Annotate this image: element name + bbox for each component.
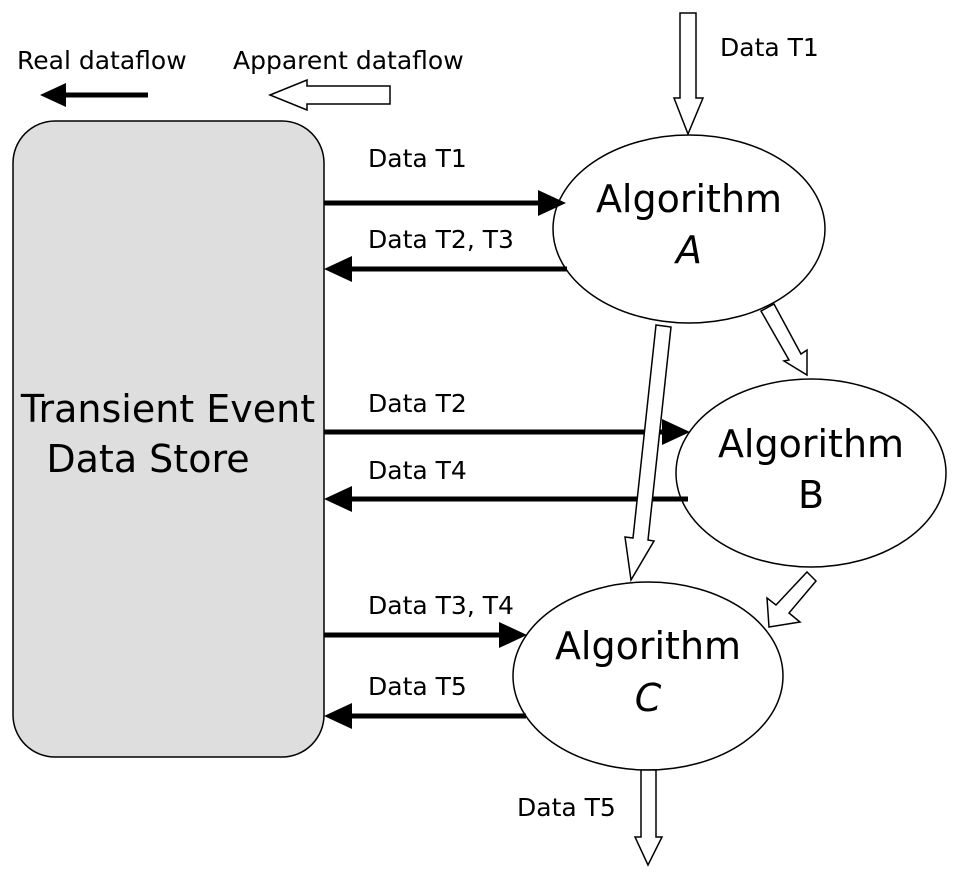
label-a-to-store: Data T2, T3 — [368, 225, 514, 254]
arrow-b-to-store — [324, 486, 688, 512]
algorithm-c-label-line2: C — [635, 676, 662, 720]
arrow-b-to-c — [766, 570, 818, 628]
algorithm-a-label-line2: A — [673, 228, 702, 272]
store-label-line2: Data Store — [46, 437, 249, 481]
store-label-line1: Transient Event — [20, 387, 315, 431]
algorithm-a-node — [552, 134, 826, 324]
legend-real-arrow-icon — [40, 83, 148, 107]
arrow-c-to-store — [324, 703, 526, 729]
arrow-store-to-b — [324, 419, 690, 445]
arrow-store-to-a — [324, 190, 566, 216]
algorithm-b-node — [675, 378, 947, 568]
legend-apparent-label: Apparent dataflow — [233, 46, 464, 75]
label-c-output: Data T5 — [517, 793, 616, 822]
legend-apparent-arrow-icon — [268, 78, 391, 112]
algorithm-c-label-line1: Algorithm — [555, 624, 741, 668]
algorithm-b-label-line2: B — [798, 473, 824, 517]
label-store-to-a: Data T1 — [368, 144, 467, 173]
arrow-store-to-c — [324, 622, 527, 648]
arrow-c-output — [633, 769, 664, 867]
algorithm-a-label-line1: Algorithm — [596, 177, 782, 221]
arrow-a-to-c — [624, 324, 672, 583]
transient-event-data-store — [12, 120, 325, 758]
label-store-to-b: Data T2 — [368, 389, 467, 418]
label-store-to-c: Data T3, T4 — [368, 591, 514, 620]
label-b-to-store: Data T4 — [368, 456, 467, 485]
legend-real-label: Real dataflow — [17, 46, 187, 75]
arrow-a-to-store — [324, 256, 567, 282]
label-c-to-store: Data T5 — [368, 672, 467, 701]
arrow-a-to-b — [759, 302, 808, 377]
arrow-input-to-a — [672, 12, 705, 137]
algorithm-b-label-line1: Algorithm — [718, 422, 904, 466]
label-input-to-a: Data T1 — [720, 33, 819, 62]
